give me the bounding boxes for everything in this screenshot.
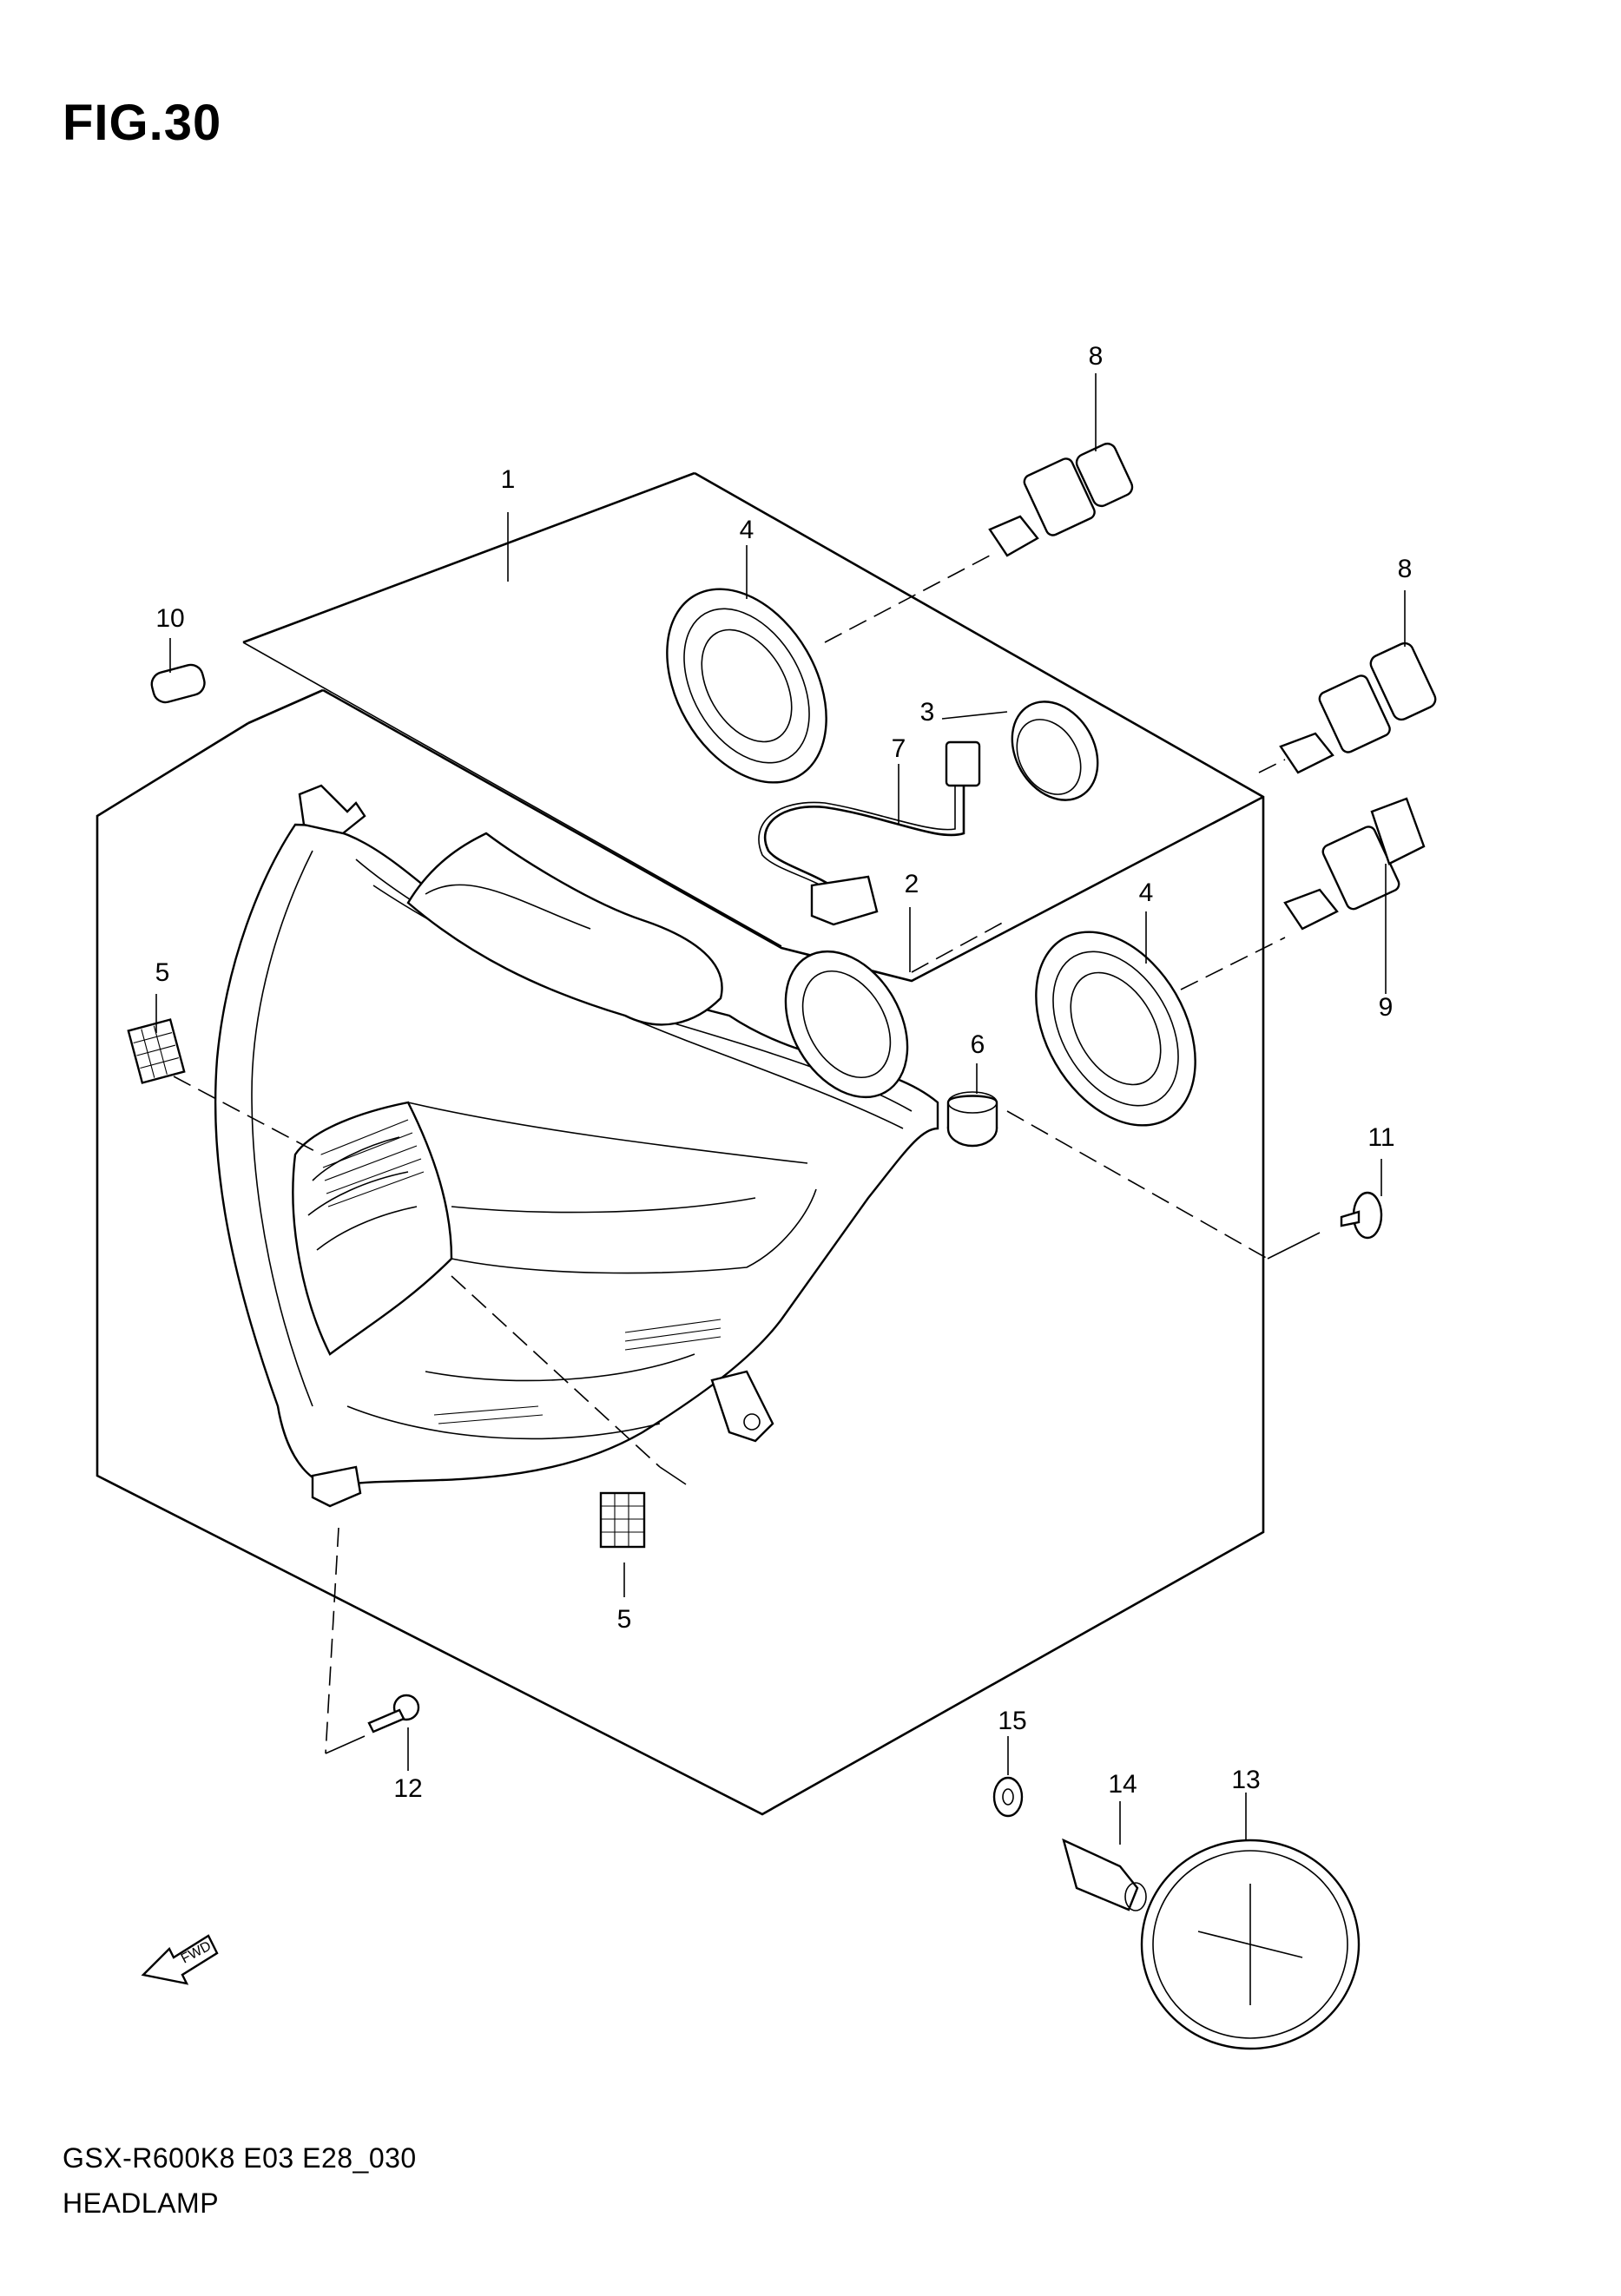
washer-15 <box>992 1776 1024 1818</box>
bulb-cover-upper <box>666 588 827 784</box>
screw-12 <box>367 1694 420 1734</box>
callout-13: 13 <box>1231 1766 1260 1794</box>
bulb-lower <box>1283 797 1426 931</box>
figure-title: FIG.30 <box>63 95 222 151</box>
callout-9: 9 <box>1379 993 1394 1022</box>
position-bulb <box>150 663 206 704</box>
callout-6: 6 <box>971 1030 985 1059</box>
cap-13 <box>1140 1839 1361 2050</box>
headlamp-housing <box>214 784 939 1508</box>
reflector-pad-lower <box>599 1491 646 1549</box>
callout-7: 7 <box>892 734 906 763</box>
grommet-ring <box>1011 701 1099 801</box>
section-name: HEADLAMP <box>63 2187 220 2219</box>
callout-15: 15 <box>998 1707 1026 1735</box>
callout-10: 10 <box>155 604 184 633</box>
callout-labels: 1 2 3 4 4 5 5 6 7 8 8 9 10 11 12 13 14 1… <box>155 342 1413 1803</box>
socket-cover <box>784 950 909 1099</box>
callout-14: 14 <box>1108 1770 1137 1799</box>
bulb-cover-lower <box>1035 931 1196 1127</box>
spacer-14 <box>1062 1838 1147 1911</box>
callout-5-upper: 5 <box>155 958 170 987</box>
bulb-upper-2 <box>1279 641 1437 774</box>
callout-8-upper: 8 <box>1089 342 1104 371</box>
screw-11 <box>1340 1191 1383 1240</box>
callout-4-upper: 4 <box>740 516 754 544</box>
callout-1: 1 <box>501 465 516 494</box>
forward-arrow-icon: FWD <box>141 1934 219 1985</box>
callout-8-right: 8 <box>1398 555 1413 583</box>
callout-11: 11 <box>1367 1123 1394 1152</box>
bulb-upper-1 <box>988 442 1134 557</box>
wiring-harness <box>758 740 981 926</box>
callout-4-lower: 4 <box>1139 878 1154 907</box>
rubber-damper <box>946 1091 998 1148</box>
reflector-pad-upper <box>127 1018 186 1084</box>
callout-3: 3 <box>920 698 935 727</box>
assembly-box-outline <box>96 471 1265 1816</box>
model-code: GSX-R600K8 E03 E28_030 <box>63 2142 417 2174</box>
callout-5-lower: 5 <box>617 1605 632 1634</box>
callout-2: 2 <box>905 870 919 898</box>
reflector-hatching <box>320 1119 722 1424</box>
leader-lines <box>155 373 1406 1845</box>
callout-12: 12 <box>393 1774 422 1803</box>
